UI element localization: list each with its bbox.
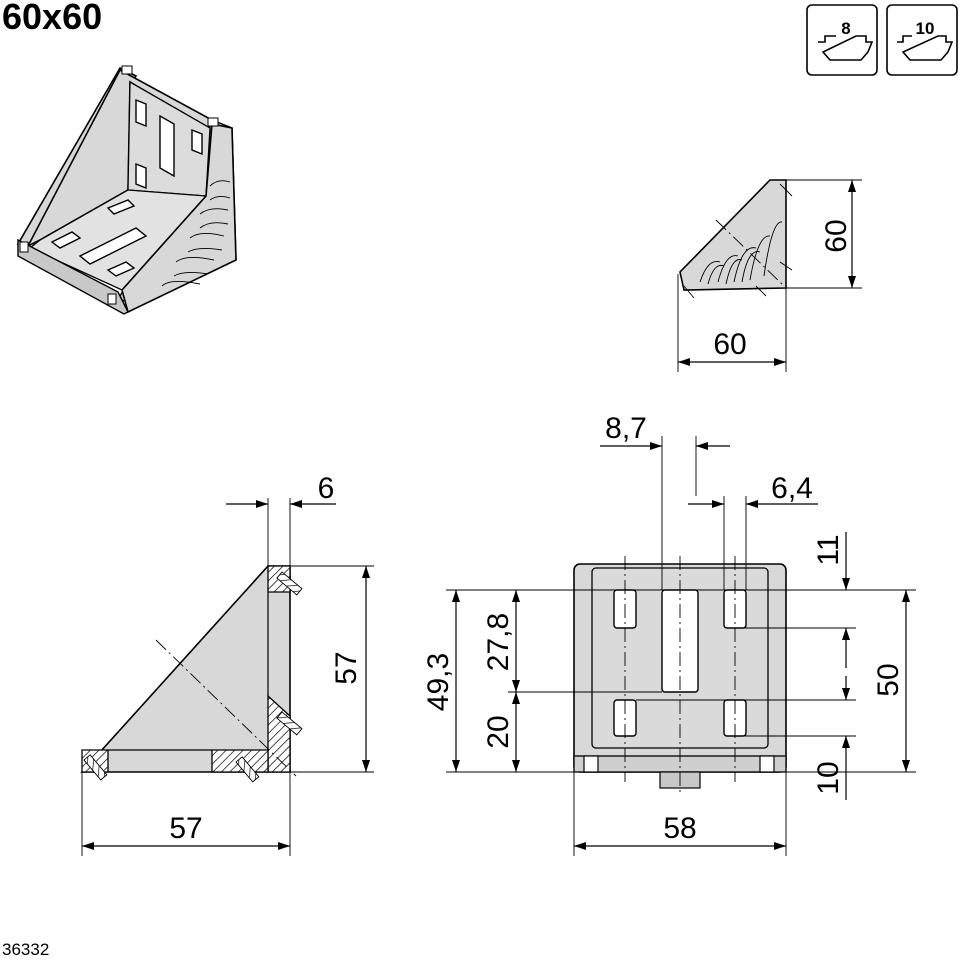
dim-wall-thickness: 6 xyxy=(318,472,335,505)
front-view: 8,7 6,4 49,3 27,8 20 xyxy=(422,412,916,856)
dim-hole-offset-1: 8,7 xyxy=(605,412,647,445)
dim-bottom-spacing: 20 xyxy=(482,715,515,748)
dim-front-height: 57 xyxy=(330,651,363,684)
dim-base-width: 58 xyxy=(663,812,696,845)
dim-hole-offset-2: 6,4 xyxy=(771,472,813,505)
slot-badge-10: 10 xyxy=(886,4,958,76)
dim-top-offset: 11 xyxy=(812,534,845,565)
dim-side-height: 60 xyxy=(820,219,853,252)
dim-front-width: 57 xyxy=(169,812,202,845)
slot-badge-8-label: 8 xyxy=(841,19,850,38)
slot-badge-10-label: 10 xyxy=(916,19,935,38)
dim-side-width: 60 xyxy=(713,328,746,361)
slot-badge-8: 8 xyxy=(806,4,878,76)
title: 60x60 xyxy=(2,0,103,37)
dim-hole-pitch: 50 xyxy=(872,663,905,696)
dim-overall-height: 49,3 xyxy=(422,653,455,711)
dim-slot-length: 27,8 xyxy=(482,613,515,671)
isometric-view xyxy=(16,65,237,315)
side-view-small: 60 60 xyxy=(677,179,862,372)
dim-base-height: 10 xyxy=(812,761,845,794)
catalog-number: 36332 xyxy=(2,940,50,959)
section-view: 6 57 57 xyxy=(80,472,374,856)
